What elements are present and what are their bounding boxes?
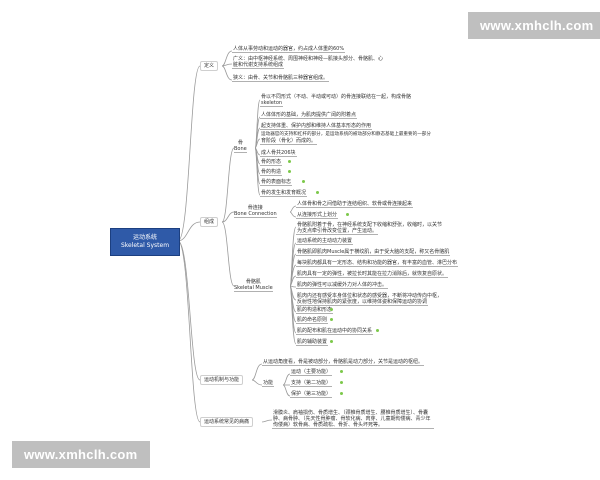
mech-function-label: 功能 [262, 380, 275, 387]
function-item-1: 运动（主要功能） [290, 369, 333, 376]
connector-disease [177, 240, 201, 423]
def-item-1: 人体从事劳动和运动的器官，约占成人体重的60% [232, 46, 346, 53]
muscle-item-2: 运动系统的主动动力装置 [296, 238, 354, 245]
bone-item-9: 骨的发生和发育概况 [260, 190, 308, 197]
expand-marker[interactable] [340, 381, 343, 384]
branch-definition[interactable]: 定义 [200, 61, 219, 71]
def-item-2: 广义：由中枢神经系统、周围神经和神经—肌接头部分、骨骼肌、心 [233, 56, 384, 62]
joint-item-2: 从连接形式上划分 [296, 212, 339, 219]
muscle-item-7: 肌肉内还有感受本身体位和状态的感受器，不断将冲动传向中枢， [297, 293, 443, 299]
joint-label-en: Bone Connection [234, 211, 277, 218]
muscle-item-3: 骨骼肌即肌肉Muscle属于横纹肌，由于受大脑的支配，称又名骨骼肌 [296, 249, 451, 256]
bone-item-8: 骨的表面标志 [260, 179, 293, 186]
branch-diseases[interactable]: 运动系统常见的病痛 [200, 417, 254, 427]
function-item-2: 支持（第二功能） [290, 380, 333, 387]
muscle-item-9: 肌的命名原则 [296, 317, 329, 324]
node-skeletal-muscle[interactable]: 骨骼肌 Skeletal Muscle [234, 279, 273, 292]
node-bone-connection[interactable]: 骨连接 Bone Connection [234, 205, 277, 218]
bone-label-en: Bone [234, 146, 247, 153]
def-item-3: 脏和代谢支持系统组成 [232, 62, 285, 69]
muscle-item-11: 肌的辅助装置 [296, 339, 329, 346]
function-item-3: 保护（第三功能） [290, 391, 333, 398]
bone-item-1: 骨以不同形式（不动、半动或可动）的骨连接联结在一起，构成骨骼 [261, 94, 412, 100]
node-bone[interactable]: 骨 Bone [234, 140, 247, 153]
expand-marker[interactable] [330, 318, 333, 321]
connector-def [177, 65, 201, 242]
expand-marker[interactable] [330, 308, 333, 311]
root-node[interactable]: 运动系统 Skeletal System [110, 228, 180, 256]
bone-item-7: 骨的构造 [260, 169, 283, 176]
def-item-4: 狭义：由骨、关节和骨骼肌三种器官组成。 [232, 75, 330, 82]
expand-marker[interactable] [302, 180, 305, 183]
branch-composition[interactable]: 组成 [200, 217, 219, 227]
bone-item-1b: skeleton [260, 100, 284, 107]
expand-marker[interactable] [330, 340, 333, 343]
watermark-top: www.xmhclh.com [468, 12, 600, 39]
watermark-bottom: www.xmhclh.com [12, 441, 150, 468]
muscle-label-en: Skeletal Muscle [234, 285, 273, 292]
muscle-item-5: 肌肉具有一定的弹性，被拉长时其能在拉力消除后，就恢复自原状。 [296, 271, 449, 278]
bone-item-2: 人体体形的基础，为肌肉提供广阔的附着点 [260, 112, 358, 119]
bone-item-4: 运动器官的支持和杠杆的部分，是运动系统的被动部分和静态基础上最重要的一部分 [261, 132, 431, 137]
muscle-item-8: 肌的构造和形态 [296, 307, 334, 314]
expand-marker[interactable] [376, 329, 379, 332]
expand-marker[interactable] [316, 191, 319, 194]
mech-desc: 从运动角度看，骨是被动部分，骨骼肌是动力部分，关节是运动的枢纽。 [262, 359, 425, 366]
bone-label-cn: 骨 [237, 140, 243, 146]
expand-marker[interactable] [340, 370, 343, 373]
expand-marker[interactable] [346, 213, 349, 216]
muscle-item-1: 骨骼肌附着于骨，在神经系统支配下收缩和舒张，收缩时，以关节 [297, 222, 443, 228]
root-title-en: Skeletal System [120, 242, 170, 249]
bone-item-6: 骨的形态 [260, 159, 283, 166]
bone-item-4b: 育阶段（骨化）而成的。 [260, 138, 318, 145]
connector-mech [177, 240, 201, 381]
expand-marker[interactable] [288, 170, 291, 173]
disease-text: 滑膜炎、肩袖损伤、骨质增生、（颈椎骨质增生、腰椎骨质增生）、骨囊肿、病骨肿、（先… [272, 410, 434, 429]
muscle-item-6: 肌肉的弹性可以减缓外力对人体的冲击。 [296, 282, 389, 289]
bone-item-5: 成人骨共206块 [260, 150, 297, 157]
expand-marker[interactable] [288, 160, 291, 163]
connector-comp [177, 221, 201, 242]
muscle-item-10: 肌的配布和肌在运动中的协同关系 [296, 328, 374, 335]
root-title-cn: 运动系统 [132, 234, 157, 241]
muscle-item-7b: 反射性地保持肌肉的紧张度，以维持体姿和保障运动的协调 [296, 299, 429, 306]
bone-item-3: 起支持体重、保护内部和维持人体基本形态的作用 [260, 123, 373, 130]
expand-marker[interactable] [340, 392, 343, 395]
muscle-label-cn: 骨骼肌 [245, 279, 261, 285]
branch-mechanism[interactable]: 运动机制与功能 [200, 375, 244, 385]
joint-item-1: 人体骨和骨之间借助于连结组织、软骨或骨连接起来 [296, 201, 414, 208]
joint-label-cn: 骨连接 [247, 205, 263, 211]
muscle-item-1b: 为支点牵引骨改变位置，产生运动。 [296, 228, 379, 235]
muscle-item-4: 每块肌肉都具有一定形态、结构和功能的器官，有丰富的血管、淋巴分布 [296, 260, 459, 267]
